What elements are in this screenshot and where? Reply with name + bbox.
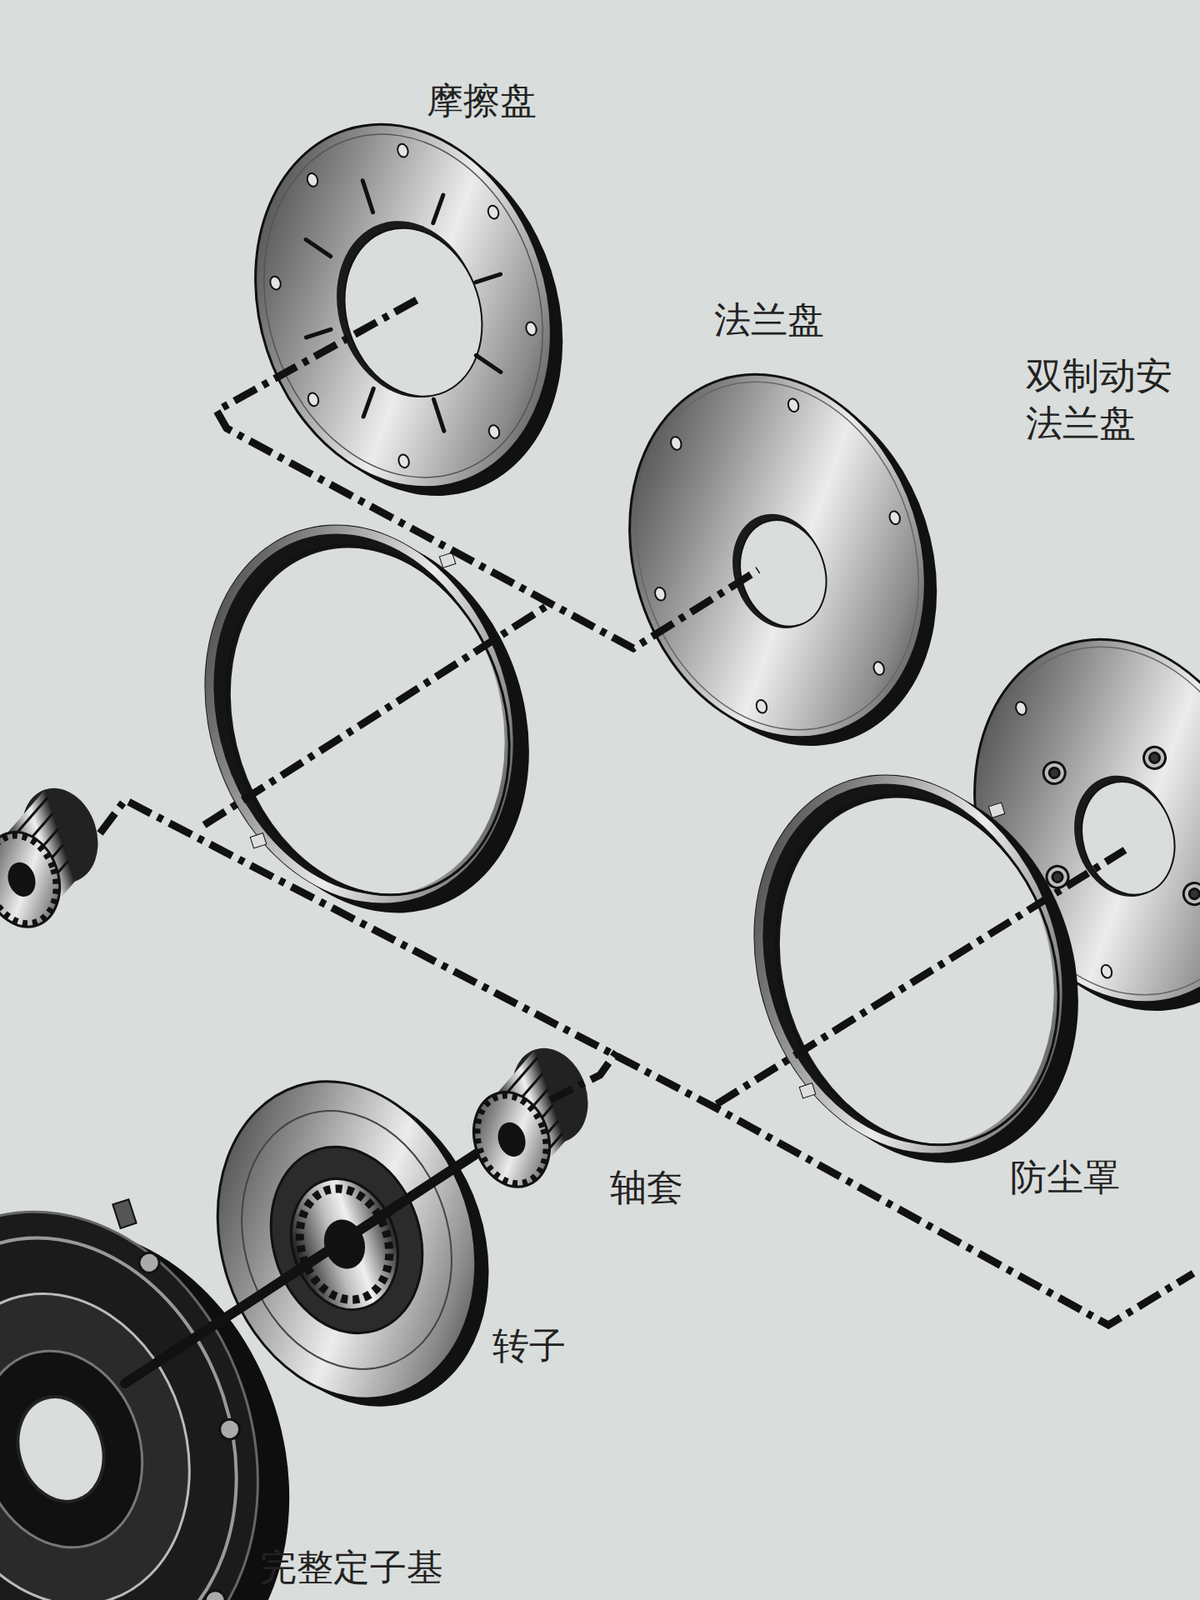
double-brake-flange-disc [1148, 751, 1161, 765]
friction-disc [395, 142, 410, 159]
assembly-axis-line [100, 800, 1194, 1325]
bushing-gear [0, 822, 72, 938]
double-brake-flange-disc [1014, 700, 1028, 717]
friction-disc [362, 180, 373, 213]
flange-disc [726, 509, 840, 639]
dust-cover-ring [163, 490, 556, 938]
friction-disc [475, 350, 501, 379]
stator-body [112, 1199, 136, 1229]
part-label: 转子 [492, 1321, 566, 1370]
friction-disc [396, 453, 410, 470]
flange-disc [718, 501, 840, 641]
flange-disc [592, 345, 963, 768]
bushing-gear [461, 1082, 562, 1198]
bushing-gear [0, 826, 68, 933]
double-brake-flange-disc [1140, 744, 1169, 772]
assembly-axis-line [100, 300, 1194, 1325]
friction-disc [425, 195, 451, 224]
assembly-axis-line [204, 606, 546, 825]
part-label: 防尘罩 [1010, 1153, 1120, 1201]
flange-disc [871, 660, 885, 677]
part-label: 法兰盘 [714, 295, 825, 344]
stator-body [5, 1385, 118, 1514]
part-label: 摩擦盘 [426, 76, 537, 125]
flange-disc [786, 397, 800, 414]
friction-disc [433, 399, 444, 431]
dust-cover-ring [156, 484, 562, 945]
double-brake-flange-disc [1188, 887, 1200, 900]
bushing-gear [0, 778, 120, 937]
double-brake-flange-disc [1050, 870, 1064, 884]
bushing-gear [493, 1118, 530, 1160]
part-label: 双制动安 法兰盘 [1025, 351, 1185, 447]
flange-disc [755, 698, 769, 715]
part-label: 轴套 [610, 1163, 684, 1211]
bushing-gear [3, 858, 40, 900]
flange-disc [610, 378, 945, 734]
double-brake-flange-disc [1059, 762, 1190, 910]
friction-disc [355, 388, 381, 417]
friction-disc [475, 274, 500, 283]
flange-disc [584, 333, 983, 788]
stator-body [202, 1588, 228, 1600]
shaft-line [125, 1116, 534, 1384]
friction-disc [210, 83, 609, 538]
assembly-axis-line [550, 1051, 617, 1100]
friction-disc [486, 204, 500, 220]
stator-body [0, 1260, 229, 1600]
dust-cover-ring [988, 802, 1005, 818]
bushing-gear [452, 1038, 610, 1197]
friction-disc [306, 391, 320, 408]
friction-disc [323, 210, 504, 415]
friction-disc [305, 171, 320, 188]
assembly-axis-line [716, 850, 1125, 1105]
double-brake-flange-disc [1100, 963, 1114, 980]
stator-body [216, 1416, 242, 1442]
friction-disc [305, 234, 331, 263]
flange-disc [653, 585, 667, 602]
friction-disc [524, 320, 538, 337]
part-label: 完整定子基 [260, 1543, 444, 1591]
dust-cover-ring [712, 740, 1105, 1188]
flange-disc [584, 335, 971, 777]
stator-body [0, 1330, 167, 1570]
assembly-axis-line [216, 300, 759, 649]
flange-disc [888, 510, 902, 526]
friction-disc [487, 424, 501, 440]
friction-disc [305, 329, 330, 338]
dust-cover-ring [171, 493, 577, 955]
dust-cover-ring [156, 480, 577, 957]
double-brake-flange-disc [1067, 770, 1189, 908]
rotor-disc [177, 1044, 529, 1444]
double-brake-flange-disc [1180, 880, 1200, 908]
stator-body [136, 1250, 162, 1275]
dust-cover-ring [732, 758, 1103, 1182]
dust-cover-ring [799, 1083, 816, 1099]
double-brake-flange-disc [1040, 759, 1069, 787]
bushing-gear [465, 1086, 557, 1193]
dust-cover-ring [250, 833, 267, 849]
dust-cover-ring [705, 734, 1111, 1195]
friction-disc [314, 201, 504, 416]
flange-disc [669, 435, 683, 452]
double-brake-flange-disc [1048, 766, 1061, 780]
friction-disc [268, 275, 282, 291]
